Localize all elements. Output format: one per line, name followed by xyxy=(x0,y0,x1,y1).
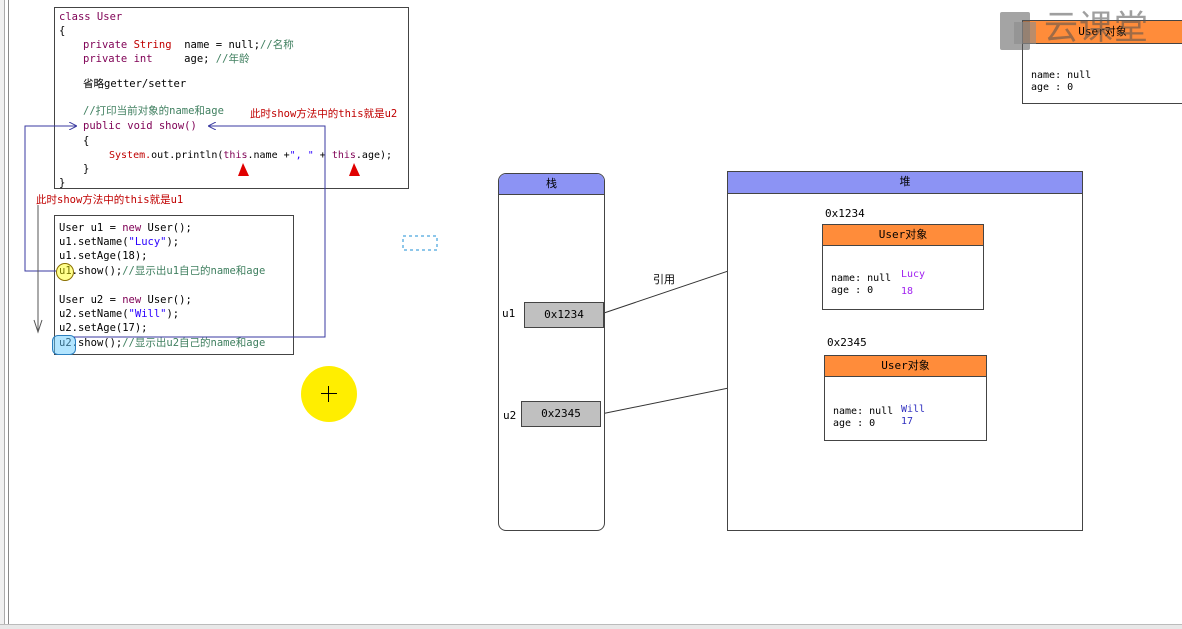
code-line: { xyxy=(83,135,90,147)
class-code-box: class User { private String name = null;… xyxy=(54,7,409,189)
object-name-line: name: null xyxy=(831,273,892,284)
u2-highlight xyxy=(52,335,76,355)
code-line: User u1 = new User(); xyxy=(59,222,192,234)
code-line: u1.setName("Lucy"); xyxy=(59,236,180,248)
window-left-edge xyxy=(0,0,5,628)
code-line: public void show() xyxy=(83,120,197,132)
object-name-value: Will xyxy=(901,404,926,415)
code-line: u2.setName("Will"); xyxy=(59,308,180,320)
code-line: private String name = null;//名称 xyxy=(83,39,294,51)
code-line: //打印当前对象的name和age xyxy=(83,105,224,117)
annotation-this-u2: 此时show方法中的this就是u2 xyxy=(250,108,398,120)
code-line: private int age; //年龄 xyxy=(83,53,250,65)
code-line: 省略getter/setter xyxy=(83,78,187,90)
code-line: User u2 = new User(); xyxy=(59,294,192,306)
pointer-triangle xyxy=(238,163,249,176)
watermark-logo-icon xyxy=(1000,12,1036,50)
code-line: } xyxy=(83,163,90,175)
window-left-line xyxy=(8,0,9,628)
code-line: u1.setAge(18); xyxy=(59,250,148,262)
main-code-box: User u1 = new User(); u1.setName("Lucy")… xyxy=(54,215,294,355)
user-object-1: User对象 name: null age : 0 Lucy 18 xyxy=(822,224,984,310)
code-line: u2.setAge(17); xyxy=(59,322,148,334)
stack-title: 栈 xyxy=(499,174,604,195)
code-line: u2.show();//显示出u2自己的name和age xyxy=(59,337,266,349)
heap-title: 堆 xyxy=(728,172,1082,194)
reference-label: 引用 xyxy=(653,273,675,286)
annotation-this-u1: 此时show方法中的this就是u1 xyxy=(36,194,184,206)
user-object-2: User对象 name: null age : 0 Will 17 xyxy=(824,355,987,441)
object-title: User对象 xyxy=(825,356,986,377)
object-name-value: Lucy xyxy=(901,269,926,280)
object-title: User对象 xyxy=(1023,21,1182,44)
bottom-edge xyxy=(0,624,1182,629)
code-line: System.out.println(this.name +", " + thi… xyxy=(109,150,393,161)
obj2-address: 0x2345 xyxy=(827,336,867,349)
stack-u1-label: u1 xyxy=(502,307,516,320)
u1-highlight xyxy=(56,263,74,281)
stack-u2-address: 0x2345 xyxy=(521,401,601,427)
stack-u2-label: u2 xyxy=(503,409,517,422)
code-line: } xyxy=(59,177,66,189)
code-line: { xyxy=(59,25,66,37)
stack-panel: 栈 xyxy=(498,173,605,531)
object-name-line: name: null xyxy=(833,406,894,417)
object-age-value: 18 xyxy=(901,286,914,297)
object-age-line: age : 0 xyxy=(1031,82,1074,93)
stack-u1-address: 0x1234 xyxy=(524,302,604,328)
obj1-address: 0x1234 xyxy=(825,207,865,220)
crosshair-icon xyxy=(321,386,337,402)
code-line: class User xyxy=(59,11,123,23)
corner-user-object: User对象 name: null age : 0 xyxy=(1022,20,1182,104)
cursor-highlight xyxy=(301,366,357,422)
object-name-line: name: null xyxy=(1031,70,1092,81)
object-age-line: age : 0 xyxy=(831,285,874,296)
object-title: User对象 xyxy=(823,225,983,246)
object-age-value: 17 xyxy=(901,416,914,427)
watermark-text: 云课堂 xyxy=(1044,8,1149,48)
pointer-triangle xyxy=(349,163,360,176)
object-age-line: age : 0 xyxy=(833,418,876,429)
